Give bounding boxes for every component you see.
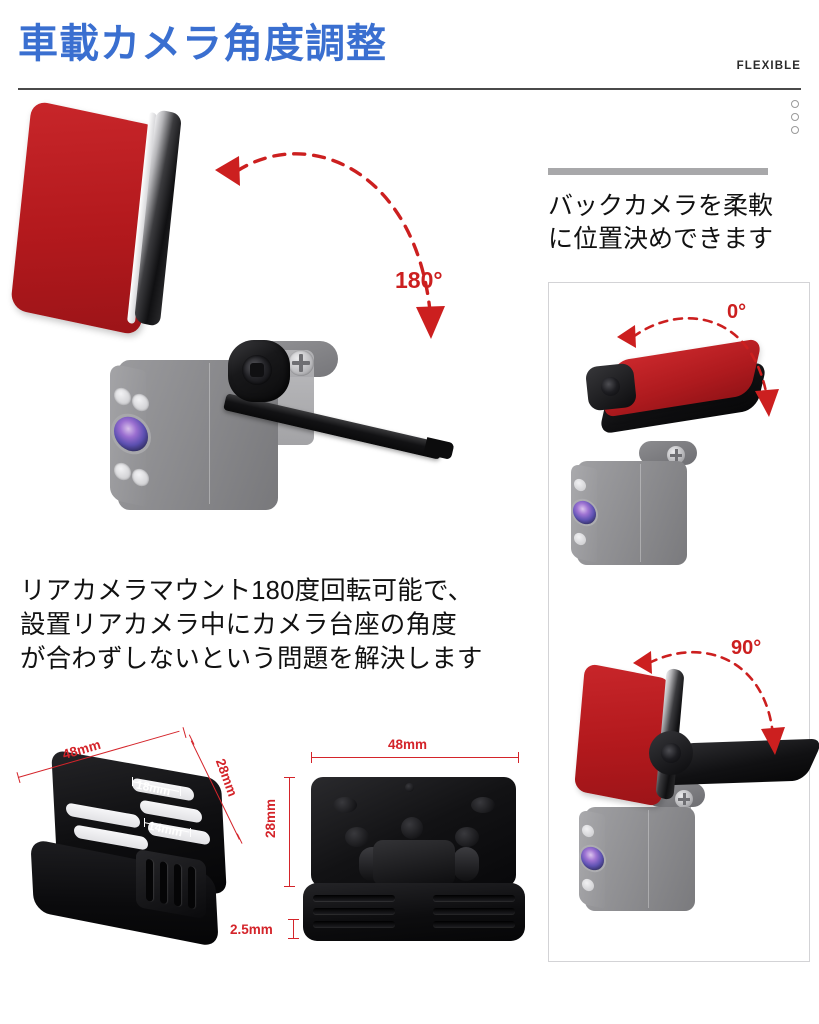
dimension-cap — [180, 787, 182, 796]
body-line-2: 設置リアカメラ中にカメラ台座の角度 — [20, 610, 457, 639]
dimension-label-2_5mm: 2.5mm — [230, 922, 273, 937]
plate-recess — [333, 797, 357, 813]
base-groove — [433, 908, 515, 914]
base-groove — [433, 921, 515, 927]
dot-icon — [791, 100, 799, 108]
dimension-cap — [190, 828, 192, 837]
bracket-fin — [174, 863, 181, 907]
base-groove — [313, 921, 395, 927]
base-groove — [313, 895, 395, 901]
angle-label-180: 180° — [395, 267, 443, 293]
rotation-arc-180 — [215, 152, 445, 339]
plate-recess — [471, 797, 495, 813]
hinge-barrel — [453, 847, 479, 881]
dimension-figure-right: 48mm 28mm 2.5mm — [230, 735, 525, 975]
bracket-fin — [146, 858, 153, 902]
plate-hole — [345, 827, 369, 847]
right-panel: 0° 90° — [548, 282, 819, 962]
screw-icon — [288, 350, 314, 376]
angle-label-90: 90° — [731, 637, 762, 659]
right-heading-line-1: バックカメラを柔軟 — [548, 192, 774, 220]
hinge-pivot-hole — [601, 377, 620, 396]
dot-icon — [791, 126, 799, 134]
body-line-1: リアカメラマウント180度回転可能で、 — [20, 577, 474, 605]
right-accent-bar — [548, 168, 768, 175]
base-groove — [313, 908, 395, 914]
dimension-cap — [284, 886, 295, 888]
bracket-fin — [188, 865, 195, 910]
plate-hole — [455, 827, 479, 847]
body-line-3: が合わずしないという問題を解決します — [20, 644, 483, 673]
dimension-cap — [518, 752, 520, 763]
dimension-cap — [182, 727, 187, 738]
base-groove — [433, 895, 515, 901]
rotation-arc-90 — [633, 650, 785, 755]
dimension-cap — [311, 752, 313, 763]
dimension-label-48mm: 48mm — [388, 737, 428, 752]
angle-label-0: 0° — [727, 301, 747, 323]
dimension-cap — [144, 818, 146, 827]
hinge-center — [373, 840, 455, 886]
dimension-label-28mm: 28mm — [263, 798, 279, 839]
tilt-ninety-cell: 90° — [549, 623, 819, 961]
right-heading-line-2: に位置決めできます — [548, 224, 774, 253]
bracket-fin-group — [136, 848, 206, 920]
right-heading: バックカメラを柔軟 に位置決めできます — [548, 190, 816, 255]
dimension-rule-2_5mm — [293, 919, 295, 939]
plate-screw-hole — [405, 783, 414, 792]
hinge-pivot-hole — [661, 743, 681, 763]
dimension-figure-left: 48mm 28mm 18mm 14mm — [14, 727, 264, 975]
dot-icon — [791, 113, 799, 121]
body-copy: リアカメラマウント180度回転可能で、 設置リアカメラ中にカメラ台座の角度 が合… — [20, 575, 520, 677]
decorative-dots — [789, 100, 801, 139]
hinge-pivot-hole — [242, 355, 272, 385]
dimension-cap — [288, 938, 299, 940]
hero-illustration: 180° — [10, 99, 530, 560]
dimension-rule-28mm — [289, 777, 291, 887]
dimension-cap — [288, 919, 299, 921]
flexible-tag: FLEXIBLE — [736, 60, 801, 72]
bracket-fin — [160, 861, 167, 905]
header-divider — [18, 88, 801, 90]
plate-hole — [401, 817, 423, 839]
screw-icon — [675, 790, 693, 808]
dimension-rule-48mm — [311, 757, 519, 759]
page-title: 車載カメラ角度調整 — [18, 22, 387, 66]
dimension-cap — [132, 777, 134, 786]
dimension-cap — [284, 777, 295, 779]
tilt-zero-cell: 0° — [549, 283, 811, 623]
rotation-arc-0 — [617, 317, 779, 417]
screw-icon — [667, 446, 685, 464]
